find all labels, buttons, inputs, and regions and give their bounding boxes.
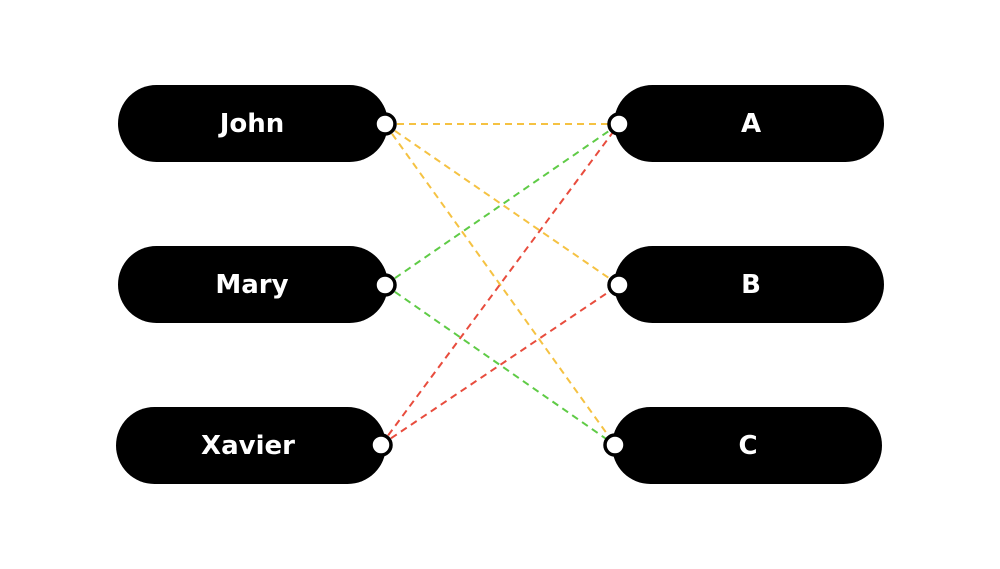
- node-john[interactable]: John: [118, 85, 388, 162]
- node-b-label: B: [741, 270, 761, 300]
- link-xavier-b: [380, 284, 620, 446]
- link-john-c: [384, 123, 616, 446]
- node-xavier-label: Xavier: [201, 431, 295, 461]
- node-mary-label: Mary: [215, 270, 288, 300]
- port-xavier[interactable]: [369, 433, 393, 457]
- node-mary[interactable]: Mary: [118, 246, 388, 323]
- link-mary-c: [384, 284, 616, 446]
- links-layer: [380, 123, 620, 446]
- port-mary[interactable]: [373, 273, 397, 297]
- port-b[interactable]: [607, 273, 631, 297]
- node-a-label: A: [741, 109, 761, 139]
- link-xavier-a: [380, 123, 620, 446]
- node-c[interactable]: C: [612, 407, 882, 484]
- node-c-label: C: [738, 431, 757, 461]
- node-a[interactable]: A: [614, 85, 884, 162]
- node-xavier[interactable]: Xavier: [116, 407, 386, 484]
- port-c[interactable]: [603, 433, 627, 457]
- node-john-label: John: [218, 109, 285, 139]
- port-a[interactable]: [607, 112, 631, 136]
- node-b[interactable]: B: [614, 246, 884, 323]
- port-john[interactable]: [373, 112, 397, 136]
